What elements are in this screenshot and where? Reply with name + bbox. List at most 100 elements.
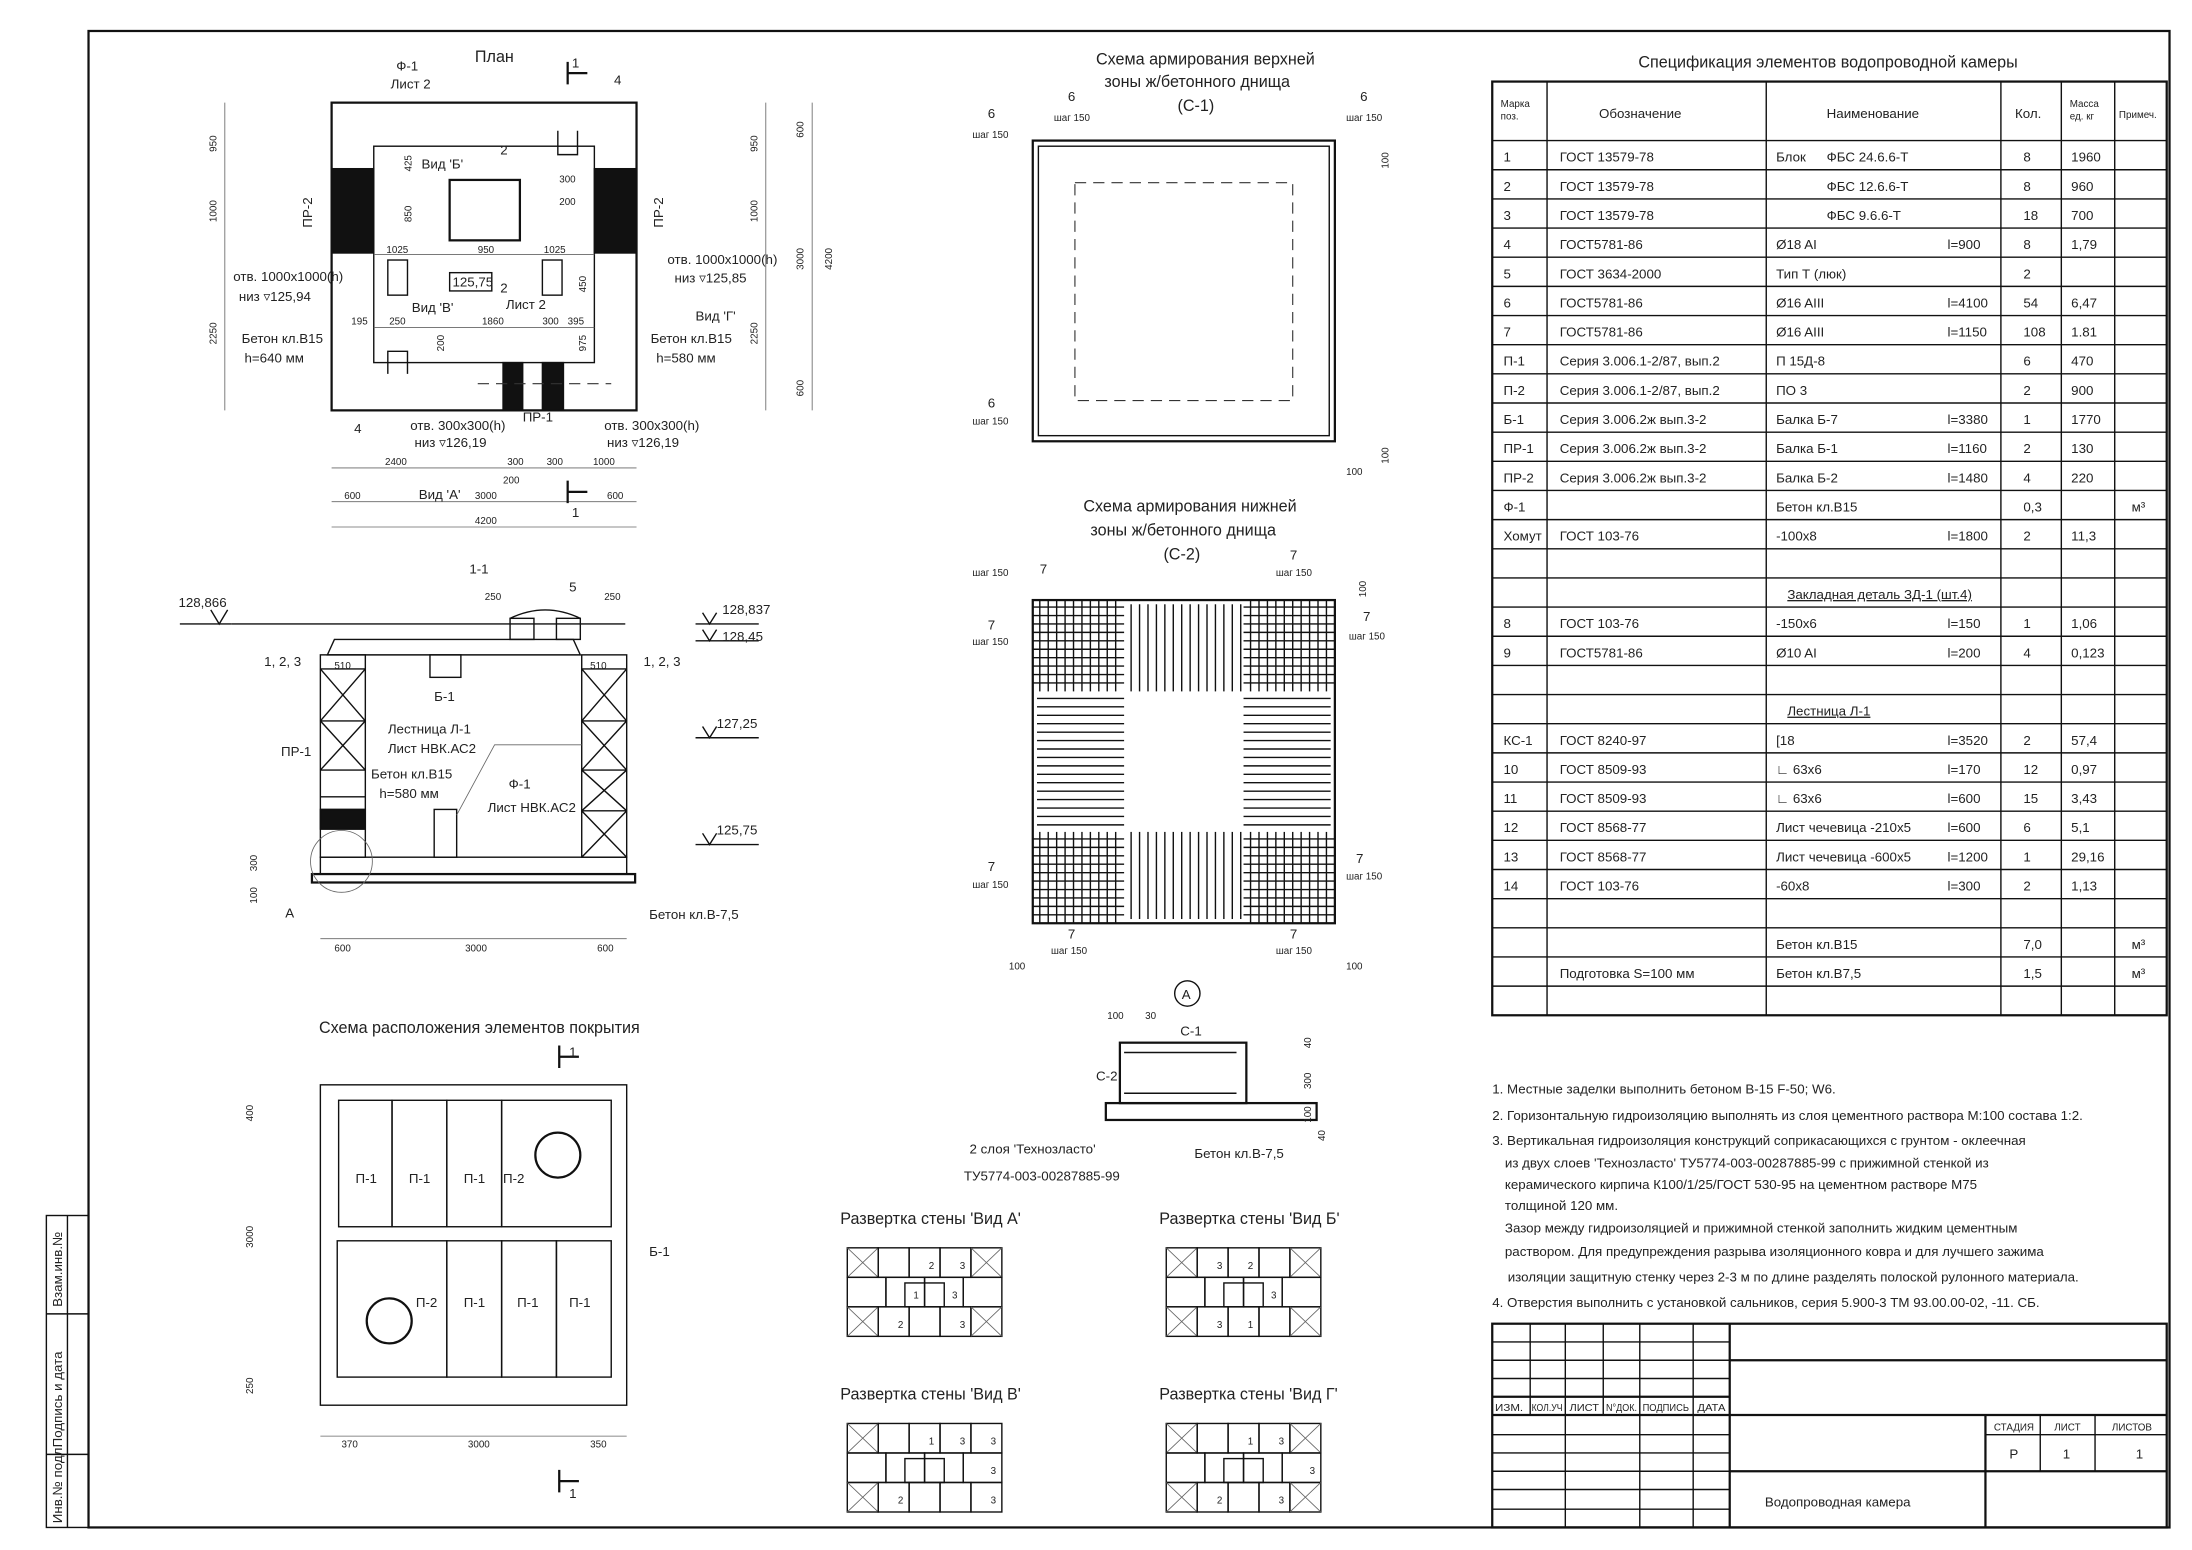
ladder-sheet: Лист НВК.АС2 [388, 741, 476, 756]
cell-qty: 1 [2023, 412, 2030, 427]
block-number: 3 [1217, 1320, 1223, 1331]
note-line: изоляции защитную стенку через 2-3 м по … [1508, 1270, 2079, 1285]
cross-icon [1165, 1423, 1198, 1454]
label: 6 [1360, 89, 1367, 104]
block-number: 3 [1279, 1437, 1285, 1448]
label: 1000 [208, 200, 219, 222]
block-number: 3 [960, 1437, 966, 1448]
cell-length: l=150 [1948, 616, 1981, 631]
label: 30 [1145, 1011, 1156, 1022]
cell-mark: 11 [1503, 791, 1517, 806]
label: 950 [208, 135, 219, 152]
cell-mass: 11,3 [2071, 529, 2096, 544]
tb-col-sign: ПОДПИСЬ [1643, 1403, 1689, 1414]
block-number: 3 [1271, 1290, 1277, 1301]
block-number: 2 [929, 1261, 934, 1272]
dim-100: 100 [249, 887, 260, 904]
label: 2250 [208, 322, 219, 344]
cell-mark: ПР-1 [1503, 441, 1533, 456]
cell-mark: 2 [1503, 179, 1510, 194]
section-pr1-label: ПР-1 [281, 744, 311, 759]
cell-mass: 1,06 [2071, 616, 2097, 631]
cell-mark: 14 [1503, 879, 1518, 894]
cross-icon [847, 1423, 879, 1454]
plan-concrete-right: Бетон кл.В15 [651, 331, 732, 346]
note-line: 1. Местные заделки выполнить бетоном В-1… [1492, 1081, 1836, 1096]
label: 250 [389, 317, 406, 328]
cross-icon [1289, 1482, 1322, 1513]
label: 370 [341, 1439, 358, 1450]
label: 400 [245, 1104, 256, 1121]
label: 200 [436, 334, 447, 351]
cell-name-type: ФБС 12.6.6-Т [1827, 179, 1909, 194]
cell-name: Ø18 AI [1776, 237, 1817, 252]
cell-name: Бетон кл.В15 [1776, 937, 1857, 952]
label: 425 [404, 155, 415, 172]
cell-qty: 4 [2023, 645, 2031, 660]
tb-project-name: Водопроводная камера [1765, 1494, 1911, 1509]
stamp-sign-date: Подпись и дата [50, 1351, 65, 1447]
cell-mark: КС-1 [1503, 733, 1532, 748]
section-f1-sheet: Лист НВК.АС2 [488, 800, 576, 815]
cell-mass: 1770 [2071, 412, 2101, 427]
label: Схема армирования нижней [1083, 498, 1296, 516]
label: 7 [1290, 927, 1297, 942]
cell-designation: ГОСТ5781-86 [1560, 645, 1643, 660]
plan-hole-bottom-left-level: низ ▿126,19 [415, 435, 487, 450]
label: 100 [1358, 580, 1369, 597]
cell-note: м³ [2132, 966, 2146, 981]
cell-designation: ГОСТ 8568-77 [1560, 820, 1647, 835]
ground-elevation: 128,866 [178, 595, 226, 610]
label: 1000 [593, 457, 615, 468]
cell-mass: 700 [2071, 208, 2093, 223]
spec-title: Спецификация элементов водопроводной кам… [1638, 54, 2017, 72]
plan-section2-mark: 2 [500, 143, 507, 158]
block-number: 2 [1217, 1496, 1222, 1507]
plan-view: План Ф-1 Лист 2 4 4 1 1 2 2 ПР-2 ПР-2 12… [208, 48, 835, 528]
section-title: 1-1 [469, 561, 488, 576]
title-block: ИЗМ. КОЛ.УЧ ЛИСТ N°ДОК. ПОДПИСЬ ДАТА СТА… [1491, 1322, 2168, 1529]
prep-label: Бетон кл.В-7,5 [649, 907, 738, 922]
plan-view-b: Вид 'Б' [422, 157, 464, 172]
panel-p2: П-2 [503, 1171, 524, 1186]
cell-mark: ПР-2 [1503, 470, 1533, 485]
cell-name: Лист чечевица -600x5 [1776, 849, 1911, 864]
cell-mass: 470 [2071, 354, 2093, 369]
label: 3000 [245, 1225, 256, 1247]
cross-icon [847, 1306, 879, 1337]
label: 100 [1380, 152, 1391, 169]
wall-block [970, 1481, 1003, 1513]
label: 127,25 [717, 716, 758, 731]
note-line: 3. Вертикальная гидроизоляция конструкци… [1492, 1133, 2025, 1148]
cell-mass: 0,97 [2071, 762, 2097, 777]
label: 7 [988, 618, 995, 633]
block-number: 1 [913, 1290, 918, 1301]
label: 200 [503, 475, 520, 486]
cell-qty: 2 [2023, 383, 2030, 398]
rebar-grid [1032, 600, 1335, 924]
block-number: 3 [960, 1261, 966, 1272]
label: 125,75 [717, 823, 758, 838]
rebar-scheme-c2: Схема армирования нижней зоны ж/бетонног… [972, 498, 1385, 973]
label: 950 [478, 245, 495, 256]
cell-designation: ГОСТ 8509-93 [1560, 791, 1647, 806]
wall-block [970, 1306, 1003, 1338]
cross-icon [970, 1306, 1003, 1337]
tb-col-date: ДАТА [1697, 1403, 1726, 1414]
cell-mass: 29,16 [2071, 849, 2104, 864]
label: 7 [1363, 609, 1370, 624]
cell-mass: 3,43 [2071, 791, 2097, 806]
block-number: 1 [1248, 1437, 1253, 1448]
label: С-2 [1096, 1069, 1117, 1084]
blocks-label-left: 1, 2, 3 [264, 654, 301, 669]
label: 3000 [475, 491, 497, 502]
